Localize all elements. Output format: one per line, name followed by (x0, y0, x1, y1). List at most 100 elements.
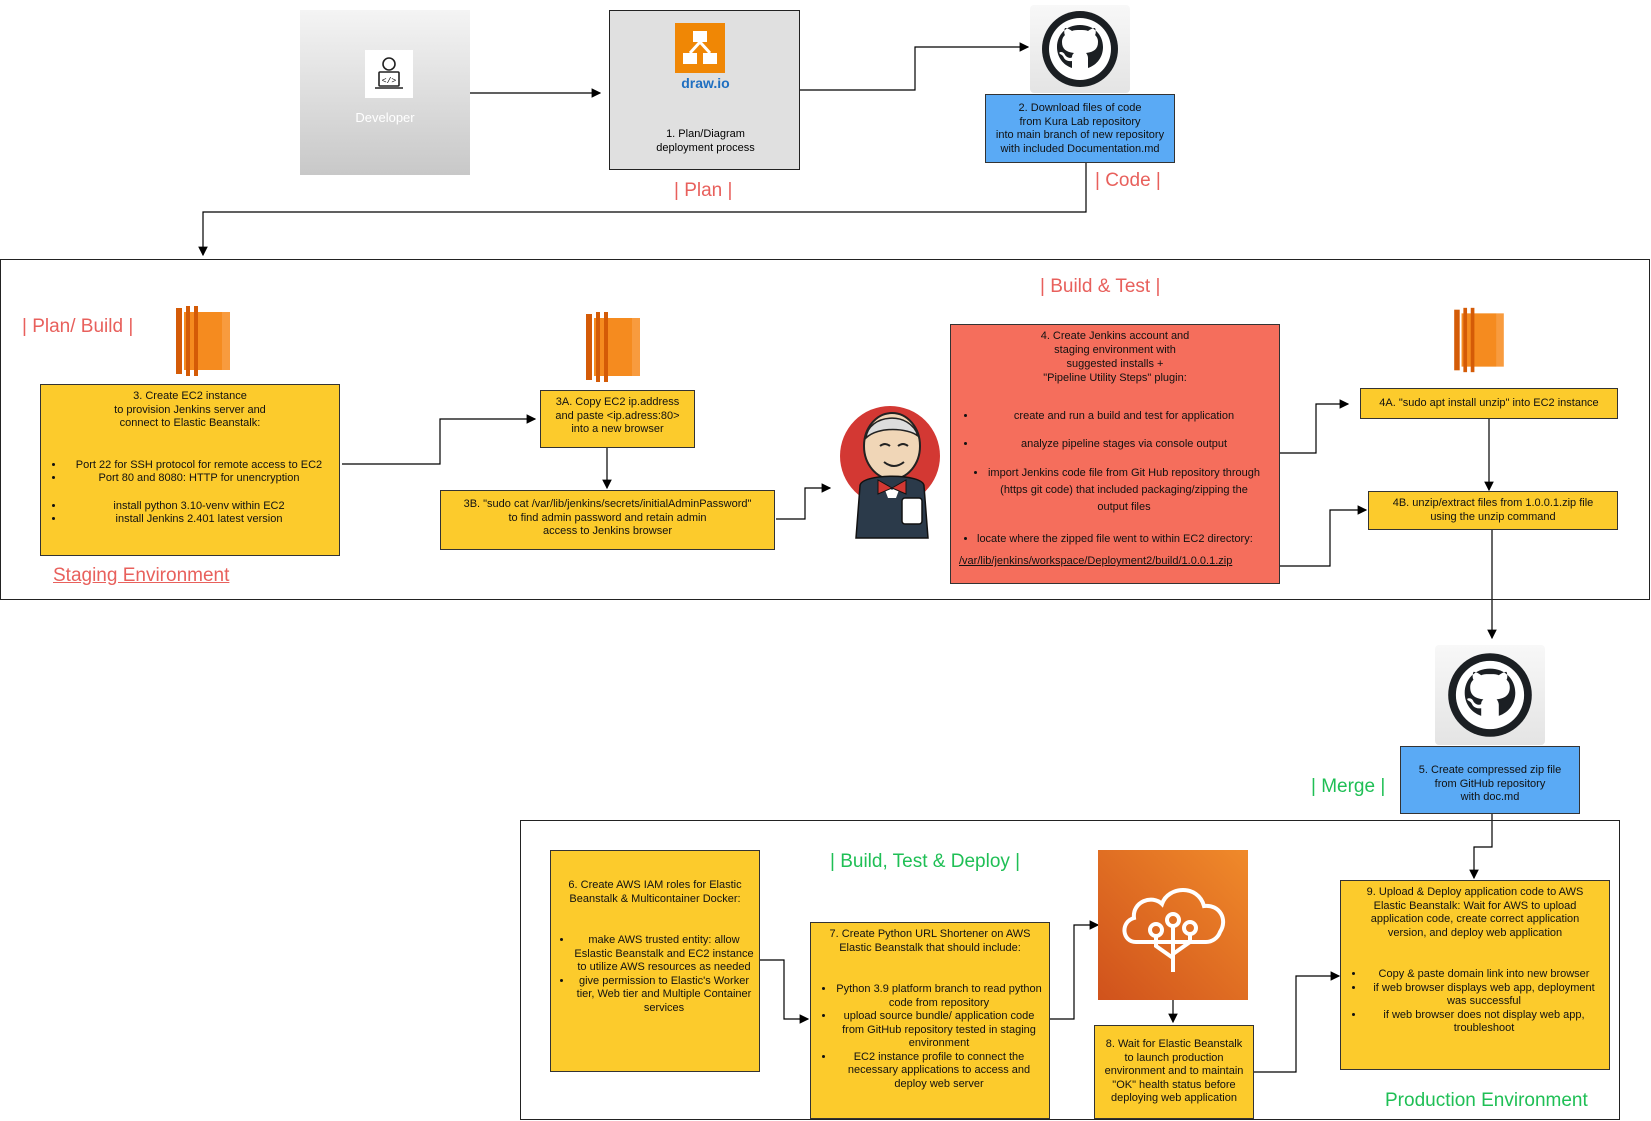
step3-bullet: install Jenkins 2.401 latest version (65, 513, 333, 527)
developer-label: Developer (355, 110, 415, 125)
drawio-logo-icon (675, 23, 725, 73)
step4-bullet: analyze pipeline stages via console outp… (977, 437, 1271, 451)
label-merge: | Merge | (1311, 776, 1386, 797)
step4-bullet: locate where the zipped file went to wit… (977, 532, 1271, 546)
step1-text: 1. Plan/Diagram deployment process (656, 128, 755, 154)
step9-box: 9. Upload & Deploy application code to A… (1340, 880, 1610, 1070)
step5-line: 5. Create compressed zip file (1418, 764, 1562, 776)
ec2-icon (1454, 307, 1504, 373)
label-code: | Code | (1095, 170, 1161, 191)
drawio-card: draw.io 1. Plan/Diagram deployment proce… (609, 10, 800, 170)
step4-title-line: "Pipeline Utility Steps" plugin: (1043, 372, 1187, 384)
step6-bullet: give permission to Elastic's Worker tier… (573, 975, 755, 1016)
drawio-brand: draw.io (681, 75, 730, 91)
arrow-4-to-4a (1280, 399, 1350, 454)
step3-bullet: Port 22 for SSH protocol for remote acce… (65, 459, 333, 473)
step3-title-line: to provision Jenkins server and (114, 403, 266, 416)
github-logo-top (1030, 5, 1130, 93)
step6-title-line: 6. Create AWS IAM roles for Elastic (568, 879, 742, 891)
arrow-6-to-7 (760, 959, 810, 1024)
label-plan-build: | Plan/ Build | (22, 316, 134, 337)
step9-bullet: if web browser does not display web app,… (1365, 1009, 1603, 1036)
step6-bullet: make AWS trusted entity: allow Eslastic … (573, 934, 755, 975)
staging-environment-region (0, 259, 1650, 600)
step4-bullet: import Jenkins code file from Git Hub re… (987, 465, 1261, 516)
step9-bullet: Copy & paste domain link into new browse… (1365, 968, 1603, 982)
step4-box: 4. Create Jenkins account and staging en… (950, 324, 1280, 584)
step3-box: 3. Create EC2 instance to provision Jenk… (40, 384, 340, 556)
step3a-box: 3A. Copy EC2 ip.address and paste <ip.ad… (540, 390, 695, 448)
step5-box: 5. Create compressed zip file from GitHu… (1400, 746, 1580, 814)
step8-line: "OK" health status before (1112, 1078, 1236, 1091)
arrow-7-to-beanstalk (1050, 920, 1100, 1020)
step4b-line: 4B. unzip/extract files from 1.0.0.1.zip… (1392, 497, 1594, 509)
github-icon (1042, 11, 1118, 87)
jenkins-icon (840, 406, 940, 539)
step2-box: 2. Download files of code from Kura Lab … (985, 94, 1175, 163)
ec2-icon (176, 306, 230, 376)
arrow-3b-to-jenkins (776, 483, 832, 520)
step8-line: deploying web application (1111, 1092, 1237, 1104)
step9-title-line: version, and deploy web application (1387, 926, 1563, 939)
step9-title-line: 9. Upload & Deploy application code to A… (1366, 886, 1584, 898)
step8-line: environment and to maintain (1104, 1065, 1244, 1077)
production-environment-region (520, 820, 1620, 1120)
svg-text:</>: </> (382, 77, 397, 86)
arrow-8-to-9 (1254, 971, 1341, 1073)
label-build-test-deploy: | Build, Test & Deploy | (830, 851, 1021, 872)
step5-line: with doc.md (1460, 791, 1520, 803)
label-plan: | Plan | (674, 180, 733, 201)
step7-bullet: Python 3.9 platform branch to read pytho… (835, 983, 1043, 1010)
step3a-line: and paste <ip.adress:80> (555, 409, 680, 422)
step3b-box: 3B. "sudo cat /var/lib/jenkins/secrets/i… (440, 490, 775, 550)
step3-bullet: install python 3.10-venv within EC2 (65, 500, 333, 514)
step4-title-line: staging environment with (1054, 344, 1176, 356)
arrow-4-to-4b (1280, 505, 1368, 567)
step4-path-link[interactable]: /var/lib/jenkins/workspace/Deployment2/b… (959, 555, 1233, 567)
step9-title-line: application code, create correct applica… (1370, 913, 1580, 925)
step4-title-line: suggested installs + (1066, 358, 1164, 370)
step4a-text: 4A. "sudo apt install unzip" into EC2 in… (1379, 397, 1599, 409)
step3-title-line: 3. Create EC2 instance (133, 390, 247, 402)
step6-box: 6. Create AWS IAM roles for Elastic Bean… (550, 850, 760, 1072)
arrow-drawio-to-github (800, 42, 1030, 91)
step3b-line: to find admin password and retain admin (508, 511, 707, 524)
step7-bullet: upload source bundle/ application code f… (835, 1010, 1043, 1051)
step2-line: 2. Download files of code (1018, 102, 1142, 114)
step7-bullet: EC2 instance profile to connect the nece… (835, 1051, 1043, 1092)
step5-line: from GitHub repository (1434, 777, 1546, 790)
developer-icon: </> (365, 50, 413, 98)
step4-title-line: 4. Create Jenkins account and (1040, 330, 1190, 342)
step4a-box: 4A. "sudo apt install unzip" into EC2 in… (1360, 388, 1618, 419)
step8-box: 8. Wait for Elastic Beanstalk to launch … (1094, 1025, 1254, 1119)
step2-line: with included Documentation.md (1000, 142, 1160, 155)
step2-line: from Kura Lab repository (1019, 115, 1141, 128)
step3a-line: 3A. Copy EC2 ip.address (555, 396, 680, 408)
production-environment-label: Production Environment (1385, 1090, 1588, 1111)
arrow-3-to-3a (342, 414, 537, 465)
github-logo-bottom (1435, 645, 1545, 745)
elastic-beanstalk-icon (1098, 850, 1248, 1000)
arrow-code-to-staging (198, 163, 1087, 257)
step3-bullet: Port 80 and 8080: HTTP for unencryption (65, 472, 333, 486)
ec2-icon (586, 312, 640, 382)
step4-bullet: create and run a build and test for appl… (977, 409, 1271, 423)
step3a-line: into a new browser (571, 423, 664, 435)
step6-title-line: Beanstalk & Multicontainer Docker: (569, 892, 741, 905)
step8-line: 8. Wait for Elastic Beanstalk (1105, 1038, 1243, 1050)
step7-title-line: 7. Create Python URL Shortener on AWS (829, 928, 1031, 940)
step2-line: into main branch of new repository (995, 129, 1165, 141)
step3-title-line: connect to Elastic Beanstalk: (119, 417, 261, 429)
label-build-test: | Build & Test | (1040, 276, 1161, 297)
arrow-5-to-9 (1469, 814, 1493, 880)
developer-card: </> Developer (300, 10, 470, 175)
step7-box: 7. Create Python URL Shortener on AWS El… (810, 922, 1050, 1119)
step4b-box: 4B. unzip/extract files from 1.0.0.1.zip… (1368, 491, 1618, 530)
step3b-line: access to Jenkins browser (543, 525, 672, 537)
step7-title-line: Elastic Beanstalk that should include: (839, 941, 1021, 954)
step9-title-line: Elastic Beanstalk: Wait for AWS to uploa… (1373, 899, 1577, 912)
step8-line: to launch production (1124, 1051, 1224, 1064)
step3b-line: 3B. "sudo cat /var/lib/jenkins/secrets/i… (463, 498, 752, 510)
github-icon (1448, 653, 1532, 737)
